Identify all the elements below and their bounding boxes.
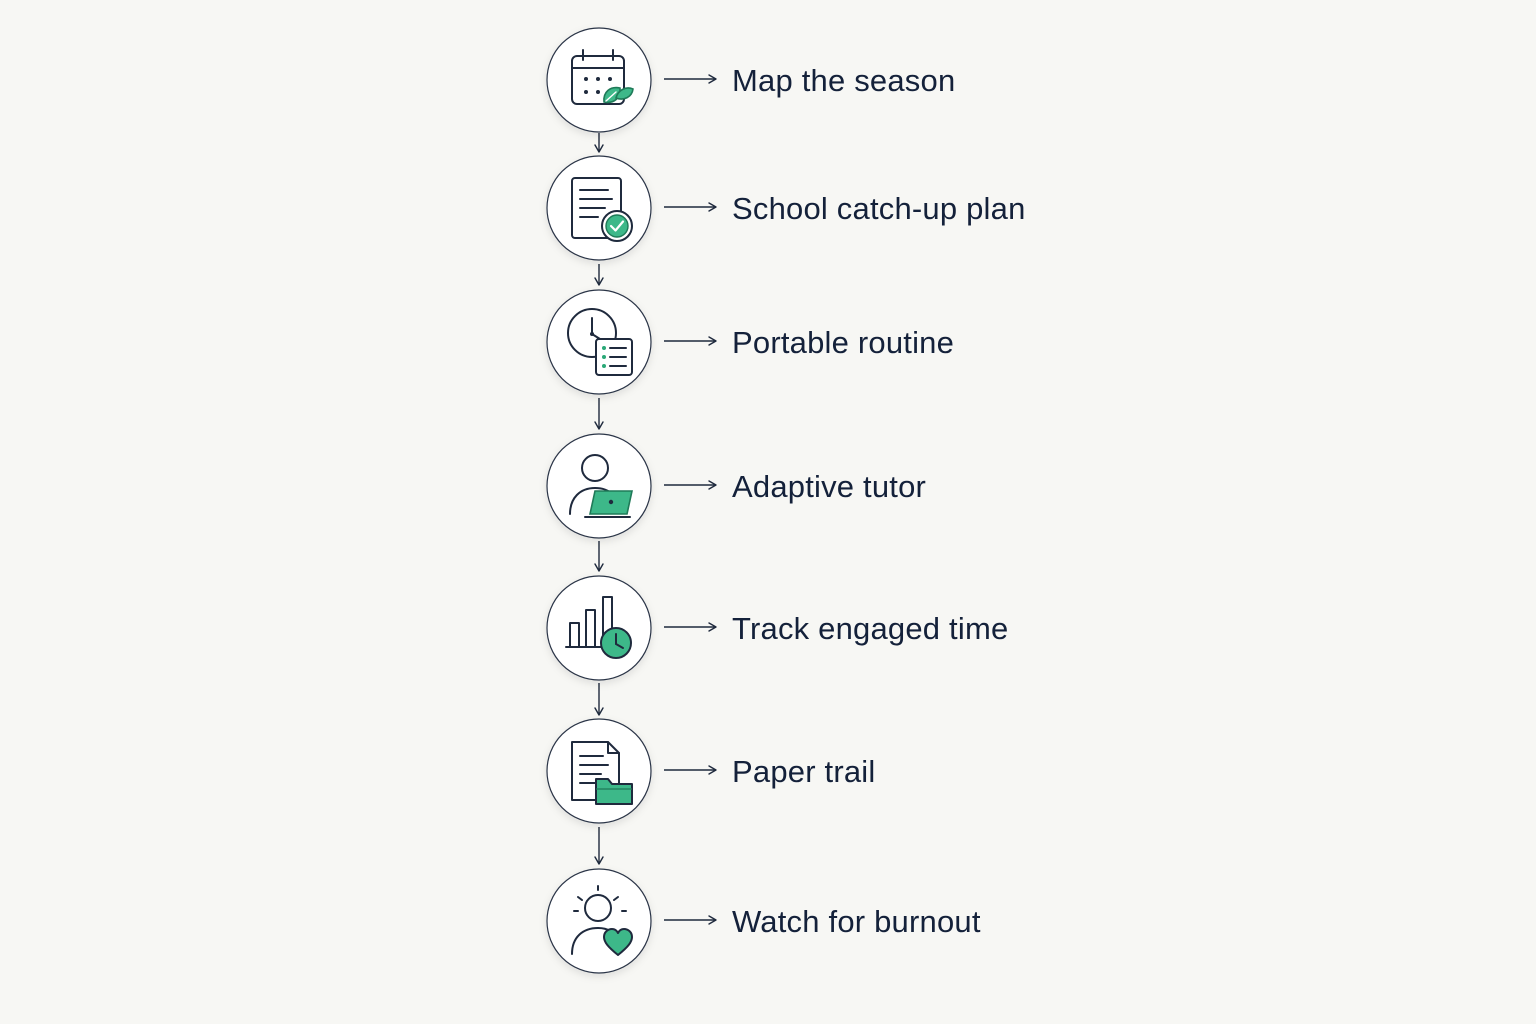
bar-chart-clock-icon bbox=[565, 596, 632, 659]
person-heart-icon bbox=[571, 885, 633, 956]
step-paper-trail: Paper trail bbox=[546, 718, 876, 824]
person-laptop-icon bbox=[569, 454, 633, 518]
step-portable-routine: Portable routine bbox=[546, 289, 954, 395]
step-label: Paper trail bbox=[732, 754, 876, 789]
step-circle bbox=[546, 718, 652, 824]
step-label: Watch for burnout bbox=[732, 904, 981, 939]
step-label: Portable routine bbox=[732, 325, 954, 360]
step-label: School catch-up plan bbox=[732, 191, 1026, 226]
step-circle bbox=[546, 575, 652, 681]
step-map-the-season: Map the season bbox=[546, 27, 955, 133]
step-school-catch-up-plan: School catch-up plan bbox=[546, 155, 1026, 261]
step-label: Map the season bbox=[732, 63, 955, 98]
step-adaptive-tutor: Adaptive tutor bbox=[546, 433, 926, 539]
step-track-engaged-time: Track engaged time bbox=[546, 575, 1008, 681]
calendar-leaf-icon bbox=[571, 49, 634, 105]
step-circle bbox=[546, 433, 652, 539]
document-check-icon bbox=[571, 177, 633, 242]
step-label: Adaptive tutor bbox=[732, 469, 926, 504]
document-folder-icon bbox=[571, 741, 633, 805]
step-watch-for-burnout: Watch for burnout bbox=[546, 868, 981, 974]
step-label: Track engaged time bbox=[732, 611, 1008, 646]
clock-checklist-icon bbox=[567, 308, 633, 376]
